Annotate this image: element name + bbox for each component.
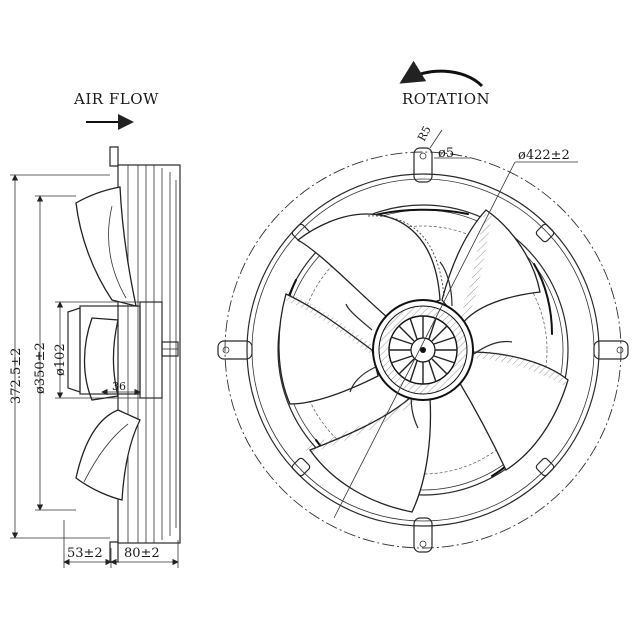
outer-dia-label: ø422±2 [518, 148, 570, 163]
dia-350-dimension: ø350±2 [33, 342, 48, 394]
hub-depth-dimension: 36 [112, 380, 126, 393]
side-view: AIR FLOW [9, 90, 181, 568]
radius-label: R5 [415, 124, 434, 144]
rotation-label: ROTATION [402, 90, 490, 108]
guard-outer-ring [246, 173, 600, 527]
guard-inner-ring [277, 204, 569, 496]
outer-diameter-circle [224, 151, 622, 549]
guard-ribs [117, 164, 181, 544]
front-blades [278, 209, 569, 513]
rotation-arrow [399, 60, 484, 88]
height-dimension: 372.5±2 [9, 348, 24, 404]
dia-102-dimension: ø102 [53, 343, 68, 376]
dim-53: 53±2 [67, 546, 103, 561]
mounting-lugs [217, 147, 629, 553]
side-blades [75, 186, 141, 501]
front-view: ROTATION [217, 60, 629, 553]
dim-80: 80±2 [124, 546, 160, 561]
hub-arms [345, 261, 513, 429]
guard-tabs [291, 223, 555, 477]
hole-dia-label: ø5 [438, 146, 454, 161]
motor-hub [372, 299, 474, 401]
top-bracket [109, 146, 119, 167]
air-flow-label: AIR FLOW [73, 90, 159, 108]
